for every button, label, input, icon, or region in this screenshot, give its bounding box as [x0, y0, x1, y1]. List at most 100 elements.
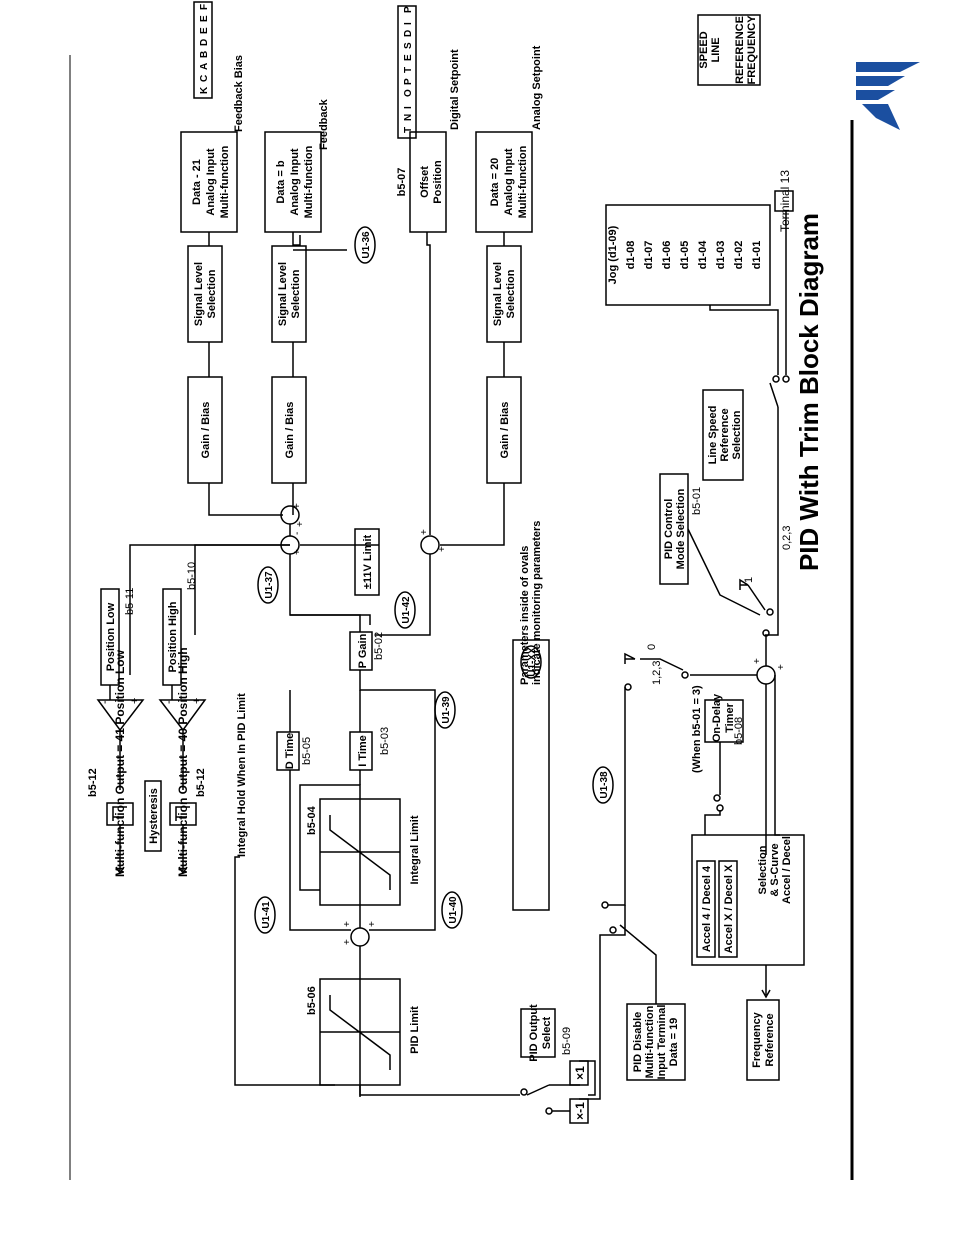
monitor-u1-42-text: U1-42: [401, 596, 412, 624]
wire: [208, 232, 283, 516]
d-time-box: [276, 731, 300, 771]
pos-label: 1: [743, 577, 755, 583]
feedback-label: Feedback: [318, 98, 330, 150]
wire-to-main-sum: [579, 905, 626, 1100]
preset-ref-item: d1-04: [697, 240, 709, 270]
sign: +: [292, 549, 303, 555]
wire: [426, 232, 431, 535]
pid-output-param: b5-09: [561, 1027, 573, 1055]
legend-text: D: [403, 30, 414, 37]
wire: [774, 675, 780, 836]
signal-level-text: Selection: [505, 269, 517, 318]
legend-text: I: [403, 106, 414, 109]
pid-output-line: Select: [541, 1016, 553, 1049]
output-high-label: Multi-function Output = 40 Position High: [176, 647, 190, 877]
position-high-text: Position High: [167, 601, 179, 672]
legend-text: E: [199, 27, 210, 34]
wire: [119, 825, 184, 870]
digital-setpoint-line: b5-07: [396, 168, 408, 197]
i-time-box: [349, 731, 373, 771]
switch-contact: [782, 375, 790, 383]
pid-mode-param: b5-01: [691, 487, 703, 515]
feedback-line: Multi-function: [303, 145, 315, 218]
preset-refs-list: d1-01 d1-02 d1-03 d1-04 d1-05 d1-06 d1-0…: [607, 225, 763, 284]
pid-limit-label: PID Limit: [409, 1006, 421, 1054]
signal-level-box: [271, 245, 307, 343]
legend-pid-setpoint: P I D S E T P O I N T: [403, 6, 414, 133]
monitor-u1-37: [257, 566, 279, 604]
pid-disable-line: Input Terminal: [656, 1005, 668, 1080]
sum-junction-main: [756, 665, 776, 685]
legend-text: O: [403, 89, 414, 97]
comp-sign: +: [191, 698, 203, 704]
legend-text: FREQUENCY: [746, 15, 758, 85]
digital-setpoint-label: Digital Setpoint: [449, 49, 461, 130]
on-delay-line: Timer: [724, 702, 736, 732]
text: Line Speed: [707, 406, 719, 465]
preset-ref-item: Jog (d1-09): [607, 225, 619, 284]
preset-ref-item: d1-08: [625, 241, 637, 270]
position-low-text: Position Low: [105, 602, 117, 671]
preset-ref-item: d1-05: [679, 241, 691, 270]
x-minus-1-text: ×-1: [573, 1102, 587, 1120]
freq-out-line: Reference: [764, 1013, 776, 1066]
monitor-legend-line: indicate monitoring parameters: [531, 521, 543, 685]
integral-limit-curve: [320, 799, 400, 905]
sign: +: [437, 546, 448, 552]
accel-line: Accel / Decel: [781, 836, 793, 904]
feedback-bias-line: Multi-function: [219, 145, 231, 218]
d-time-param: b5-05: [301, 737, 313, 765]
wire: [704, 810, 721, 835]
accel-opt2: Accel 4 / Decel 4: [701, 865, 713, 952]
position-high-param: b5-10: [186, 562, 198, 590]
pid-disable-line: PID Disable: [632, 1012, 644, 1073]
legend-text: T: [403, 67, 414, 73]
switch-contact: [609, 926, 617, 934]
preset-ref-item: d1-03: [715, 241, 727, 270]
legend-text: C: [199, 75, 210, 82]
monitor-legend-line: Parameters inside of ovals: [519, 546, 531, 685]
monitor-u1-42: [394, 591, 416, 629]
monitor-u1-40-text: U1-40: [448, 896, 459, 924]
line-speed-sel-box: [702, 389, 744, 481]
gain-bias-text: Gain / Bias: [284, 402, 296, 459]
wire: [129, 544, 290, 675]
monitor-u1-37-text: U1-37: [264, 571, 275, 599]
mode-arrow: [687, 528, 761, 616]
wire: [299, 784, 361, 891]
legend-line-speed: FREQUENCY REFERENCE LINE SPEED: [698, 15, 758, 85]
wire: [290, 614, 361, 632]
signal-level-text: Signal Level: [492, 262, 504, 326]
switch-contact: [681, 671, 689, 679]
hyst-symbol-icon: [112, 806, 190, 821]
legend-text: SPEED: [698, 31, 710, 68]
monitor-legend-oval: [520, 645, 542, 679]
sum-signs: + + + + + + - + + + +: [292, 503, 787, 945]
gain-bias-box: [271, 376, 307, 484]
signal-level-text: Signal Level: [277, 262, 289, 326]
wire: [109, 685, 173, 700]
text: Selection: [731, 410, 743, 459]
switch-contact: [772, 375, 780, 383]
limit-11v-text: ±11V Limit: [362, 535, 374, 590]
legend-text: REFERENCE: [734, 16, 746, 84]
p-gain-box: [349, 631, 373, 671]
ground-symbol-icon: [739, 578, 749, 590]
monitor-u1-38-text: U1-38: [599, 771, 610, 799]
wire: [549, 1060, 596, 1112]
preset-ref-item: d1-02: [733, 241, 745, 270]
legend-text: S: [403, 42, 414, 49]
comp-sign: +: [129, 698, 141, 704]
legend-text: T: [403, 127, 414, 133]
accel-line: & S-Curve: [769, 843, 781, 896]
p-gain-param: b5-02: [373, 632, 385, 660]
pid-limit-param: b5-06: [306, 986, 318, 1015]
sign: +: [419, 529, 430, 535]
feedback-bias-label: Feedback Bias: [233, 55, 245, 132]
analog-setpoint-line: Data = 20: [489, 158, 501, 207]
sign: +: [752, 658, 763, 664]
signal-level-text: Selection: [290, 269, 302, 318]
p-gain-text: P Gain: [357, 633, 369, 668]
sign: +: [292, 503, 303, 509]
